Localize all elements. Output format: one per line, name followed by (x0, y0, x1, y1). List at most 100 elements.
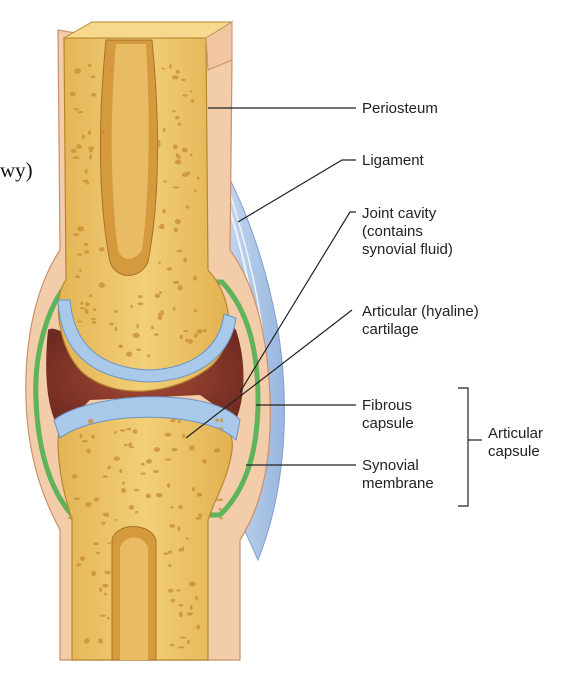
spongy-bone-pore (197, 329, 203, 334)
label-ligament: Ligament (362, 152, 425, 169)
spongy-bone-pore (186, 171, 190, 175)
spongy-bone-pore (146, 494, 151, 499)
upper-bone (58, 22, 232, 391)
spongy-bone-pore (102, 584, 108, 588)
spongy-bone-pore (96, 552, 101, 555)
spongy-bone-pore (89, 154, 92, 160)
spongy-bone-pore (163, 128, 166, 132)
spongy-bone-pore (77, 253, 82, 256)
spongy-bone-pore (158, 315, 163, 320)
spongy-bone-pore (179, 604, 184, 607)
spongy-bone-pore (162, 209, 166, 214)
spongy-bone-pore (138, 295, 143, 298)
spongy-bone-pore (104, 571, 110, 575)
spongy-bone-pore (104, 593, 108, 596)
label-fibrous-capsule: Fibrous capsule (362, 397, 416, 432)
label-articular-cartilage: Articular (hyaline) cartilage (362, 303, 483, 338)
spongy-bone-pore (190, 153, 193, 156)
spongy-bone-pore (220, 517, 224, 519)
cropped-text-fragment: wy) (0, 158, 33, 182)
spongy-bone-pore (114, 519, 116, 521)
spongy-bone-pore (100, 615, 106, 617)
spongy-bone-pore (190, 605, 193, 610)
spongy-bone-pore (101, 522, 106, 525)
labels: Periosteum Ligament Joint cavity (contai… (362, 100, 547, 492)
spongy-bone-pore (167, 267, 172, 270)
spongy-bone-pore (99, 247, 105, 251)
spongy-bone-pore (186, 537, 189, 540)
spongy-bone-pore (173, 281, 180, 284)
spongy-bone-pore (80, 307, 85, 309)
spongy-bone-pore (176, 250, 182, 253)
spongy-bone-pore (99, 282, 105, 288)
spongy-bone-pore (73, 498, 80, 500)
spongy-bone-pore (93, 542, 99, 545)
spongy-bone-pore (194, 309, 198, 312)
spongy-bone-pore (147, 354, 150, 357)
spongy-bone-pore (220, 418, 223, 422)
spongy-bone-pore (216, 499, 223, 502)
spongy-bone-pore (198, 514, 202, 518)
spongy-bone-pore (91, 75, 96, 78)
spongy-bone-pore (77, 226, 84, 231)
spongy-bone-pore (74, 68, 81, 73)
spongy-bone-pore (82, 440, 88, 442)
spongy-bone-pore (180, 335, 183, 340)
spongy-bone-pore (178, 646, 185, 648)
spongy-bone-pore (141, 463, 145, 466)
spongy-bone-pore (177, 285, 182, 290)
spongy-bone-pore (113, 456, 120, 460)
spongy-bone-pore (129, 505, 135, 510)
spongy-bone-pore (84, 638, 89, 643)
spongy-bone-pore (181, 79, 185, 81)
spongy-bone-pore (94, 498, 99, 502)
spongy-bone-pore (91, 435, 95, 439)
spongy-bone-pore (136, 324, 138, 329)
spongy-bone-pore (107, 467, 110, 469)
spongy-bone-pore (92, 321, 96, 324)
spongy-bone-pore (173, 186, 180, 188)
spongy-bone-pore (88, 64, 92, 67)
spongy-bone-pore (124, 444, 128, 447)
spongy-bone-pore (176, 70, 180, 74)
spongy-bone-pore (83, 180, 89, 183)
spongy-bone-pore (159, 291, 162, 294)
spongy-bone-pore (119, 469, 122, 473)
spongy-bone-pore (183, 258, 187, 263)
spongy-bone-pore (195, 596, 198, 600)
spongy-bone-pore (126, 428, 131, 431)
spongy-bone-pore (175, 116, 179, 120)
spongy-bone-pore (182, 434, 185, 439)
spongy-bone-pore (120, 429, 126, 432)
spongy-bone-pore (100, 130, 105, 134)
spongy-bone-pore (175, 160, 182, 165)
spongy-bone-pore (194, 333, 198, 338)
lower-bone (58, 400, 232, 660)
spongy-bone-pore (186, 205, 190, 208)
spongy-bone-pore (103, 513, 107, 516)
spongy-bone-pore (72, 474, 78, 478)
spongy-bone-pore (99, 587, 102, 592)
spongy-bone-pore (168, 589, 174, 593)
spongy-bone-pore (177, 589, 181, 592)
spongy-bone-pore (203, 329, 207, 332)
spongy-bone-pore (194, 189, 197, 192)
spongy-bone-pore (129, 446, 134, 448)
spongy-bone-pore (80, 434, 83, 438)
spongy-bone-pore (151, 326, 154, 329)
spongy-bone-pore (122, 481, 125, 485)
spongy-bone-pore (193, 275, 197, 280)
spongy-bone-pore (178, 123, 182, 126)
spongy-bone-pore (153, 470, 159, 473)
spongy-bone-pore (172, 110, 176, 112)
spongy-bone-pore (75, 275, 80, 278)
spongy-bone-pore (197, 493, 203, 497)
label-synovial-membrane: Synovial membrane (362, 457, 434, 492)
spongy-bone-pore (195, 517, 201, 520)
spongy-bone-pore (192, 487, 195, 492)
label-periosteum: Periosteum (362, 100, 438, 117)
spongy-bone-pore (102, 475, 107, 477)
spongy-bone-pore (178, 420, 181, 423)
label-joint-cavity: Joint cavity (contains synovial fluid) (362, 205, 453, 258)
spongy-bone-pore (202, 459, 206, 464)
